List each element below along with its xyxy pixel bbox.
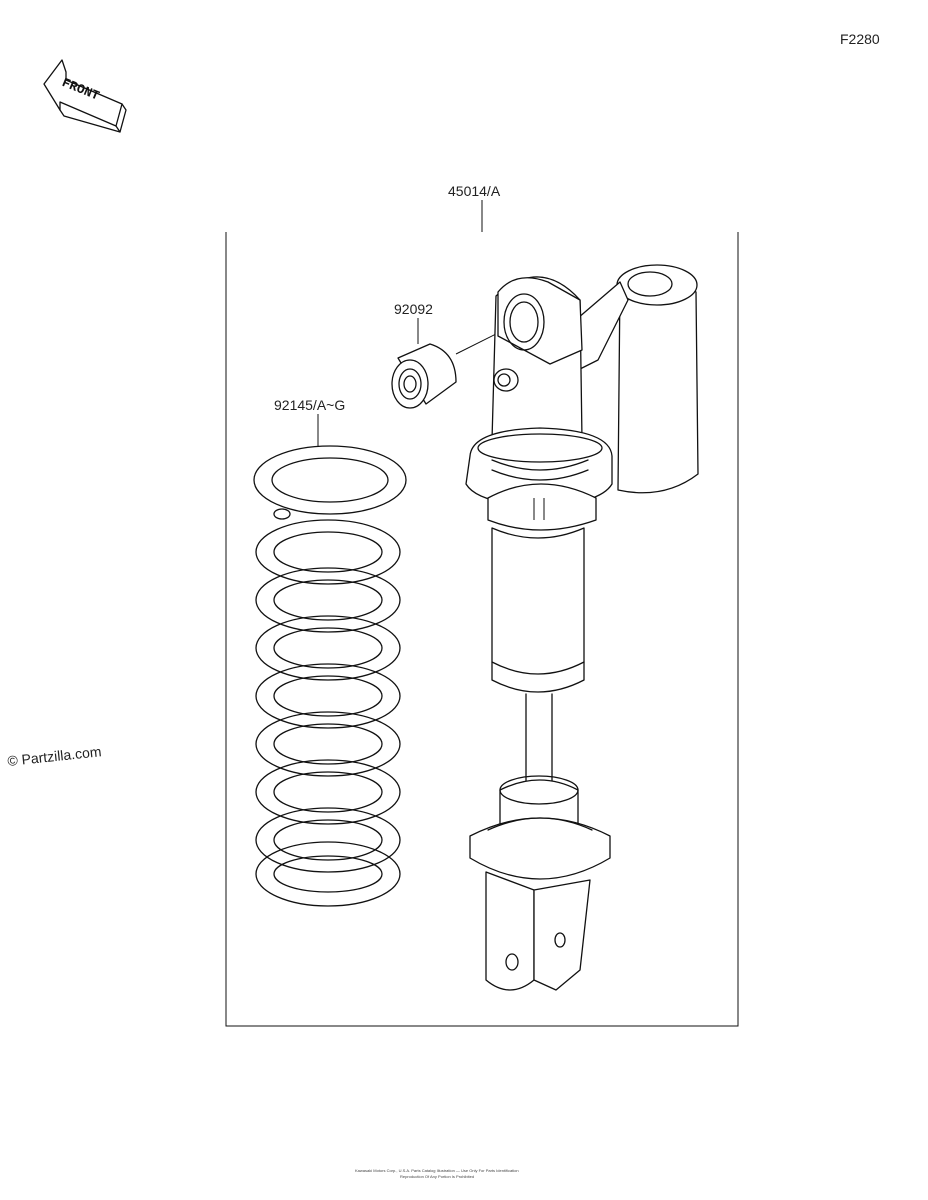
coil-spring-drawing xyxy=(253,445,407,907)
part-label-45014: 45014/A xyxy=(448,183,501,199)
figure-code: F2280 xyxy=(840,31,880,47)
watermark: © Partzilla.com xyxy=(7,743,102,769)
shock-absorber-drawing xyxy=(465,264,699,991)
part-label-92145: 92145/A~G xyxy=(274,397,345,413)
footer-line-1: Kawasaki Motors Corp., U.S.A. Parts Cata… xyxy=(355,1168,519,1173)
footer-line-2: Reproduction Of Any Portion Is Prohibite… xyxy=(400,1174,474,1179)
front-label: FRONT xyxy=(60,75,102,104)
front-arrow-icon: FRONT xyxy=(43,59,127,133)
assembly-frame xyxy=(225,232,739,1027)
part-label-92092: 92092 xyxy=(394,301,433,317)
